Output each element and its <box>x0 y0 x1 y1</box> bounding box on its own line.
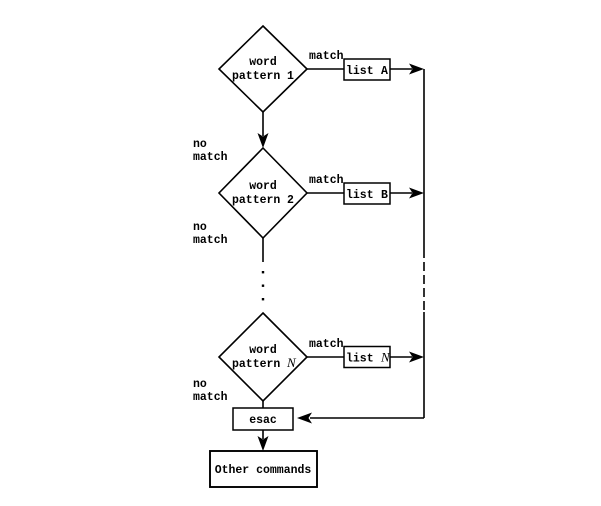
match-label-2: match <box>309 174 344 187</box>
decision-2-line2-prefix: pattern <box>232 194 280 207</box>
decision-word-pattern-n: word pattern N <box>217 311 309 403</box>
no-match-2-line2: match <box>193 234 228 247</box>
match-label-3: match <box>309 338 344 351</box>
vertical-ellipsis <box>261 271 265 301</box>
decision-word-pattern-1: word pattern 1 <box>217 24 309 114</box>
esac-node: esac <box>232 407 294 451</box>
decision-2-line2-suffix: 2 <box>287 194 294 207</box>
decision-3-line1: word <box>249 344 277 357</box>
decision-3-line2-prefix: pattern <box>232 358 280 371</box>
diamond-shape <box>217 146 309 240</box>
arrow-head-down-icon <box>257 133 269 148</box>
list-a-prefix: list <box>346 65 374 78</box>
arrow-head-right-icon <box>409 63 424 75</box>
arrow-head-down-icon <box>257 436 269 451</box>
no-match-1: no match <box>193 112 269 164</box>
match-branch-2: match list B <box>307 174 424 205</box>
match-label-1: match <box>309 50 344 63</box>
match-branch-3: match list N <box>307 338 424 369</box>
decision-1-line2-prefix: pattern <box>232 70 280 83</box>
list-b-suffix: B <box>381 189 388 202</box>
no-match-2: no match <box>193 221 265 301</box>
list-n-suffix: N <box>380 350 391 365</box>
collector-rail <box>297 69 425 424</box>
decision-2-line1: word <box>249 180 277 193</box>
no-match-1-line1: no <box>193 138 207 151</box>
other-commands-node: Other commands <box>209 450 318 488</box>
no-match-2-line1: no <box>193 221 207 234</box>
ellipsis-dot <box>261 284 265 287</box>
list-b-box <box>343 182 391 205</box>
no-match-3: no match <box>193 378 264 408</box>
list-a-suffix: A <box>381 65 388 78</box>
other-commands-label: Other commands <box>215 464 312 477</box>
esac-label: esac <box>249 414 277 427</box>
list-b-prefix: list <box>346 189 374 202</box>
ellipsis-dot <box>261 271 265 274</box>
list-n-box <box>343 345 391 369</box>
arrow-head-right-icon <box>409 351 424 363</box>
arrow-head-right-icon <box>409 187 424 199</box>
decision-1-line1: word <box>249 56 277 69</box>
list-a-box <box>343 58 391 81</box>
ellipsis-dot <box>261 298 265 301</box>
arrow-head-left-icon <box>297 412 312 424</box>
other-commands-box <box>209 450 318 488</box>
decision-3-line2-suffix: N <box>286 355 297 370</box>
match-branch-1: match list A <box>307 50 424 81</box>
no-match-1-line2: match <box>193 151 228 164</box>
no-match-3-line2: match <box>193 391 228 404</box>
list-n-prefix: list <box>346 353 374 366</box>
no-match-3-line1: no <box>193 378 207 391</box>
diamond-shape <box>217 24 309 114</box>
decision-1-line2-suffix: 1 <box>287 70 294 83</box>
decision-word-pattern-2: word pattern 2 <box>217 146 309 240</box>
